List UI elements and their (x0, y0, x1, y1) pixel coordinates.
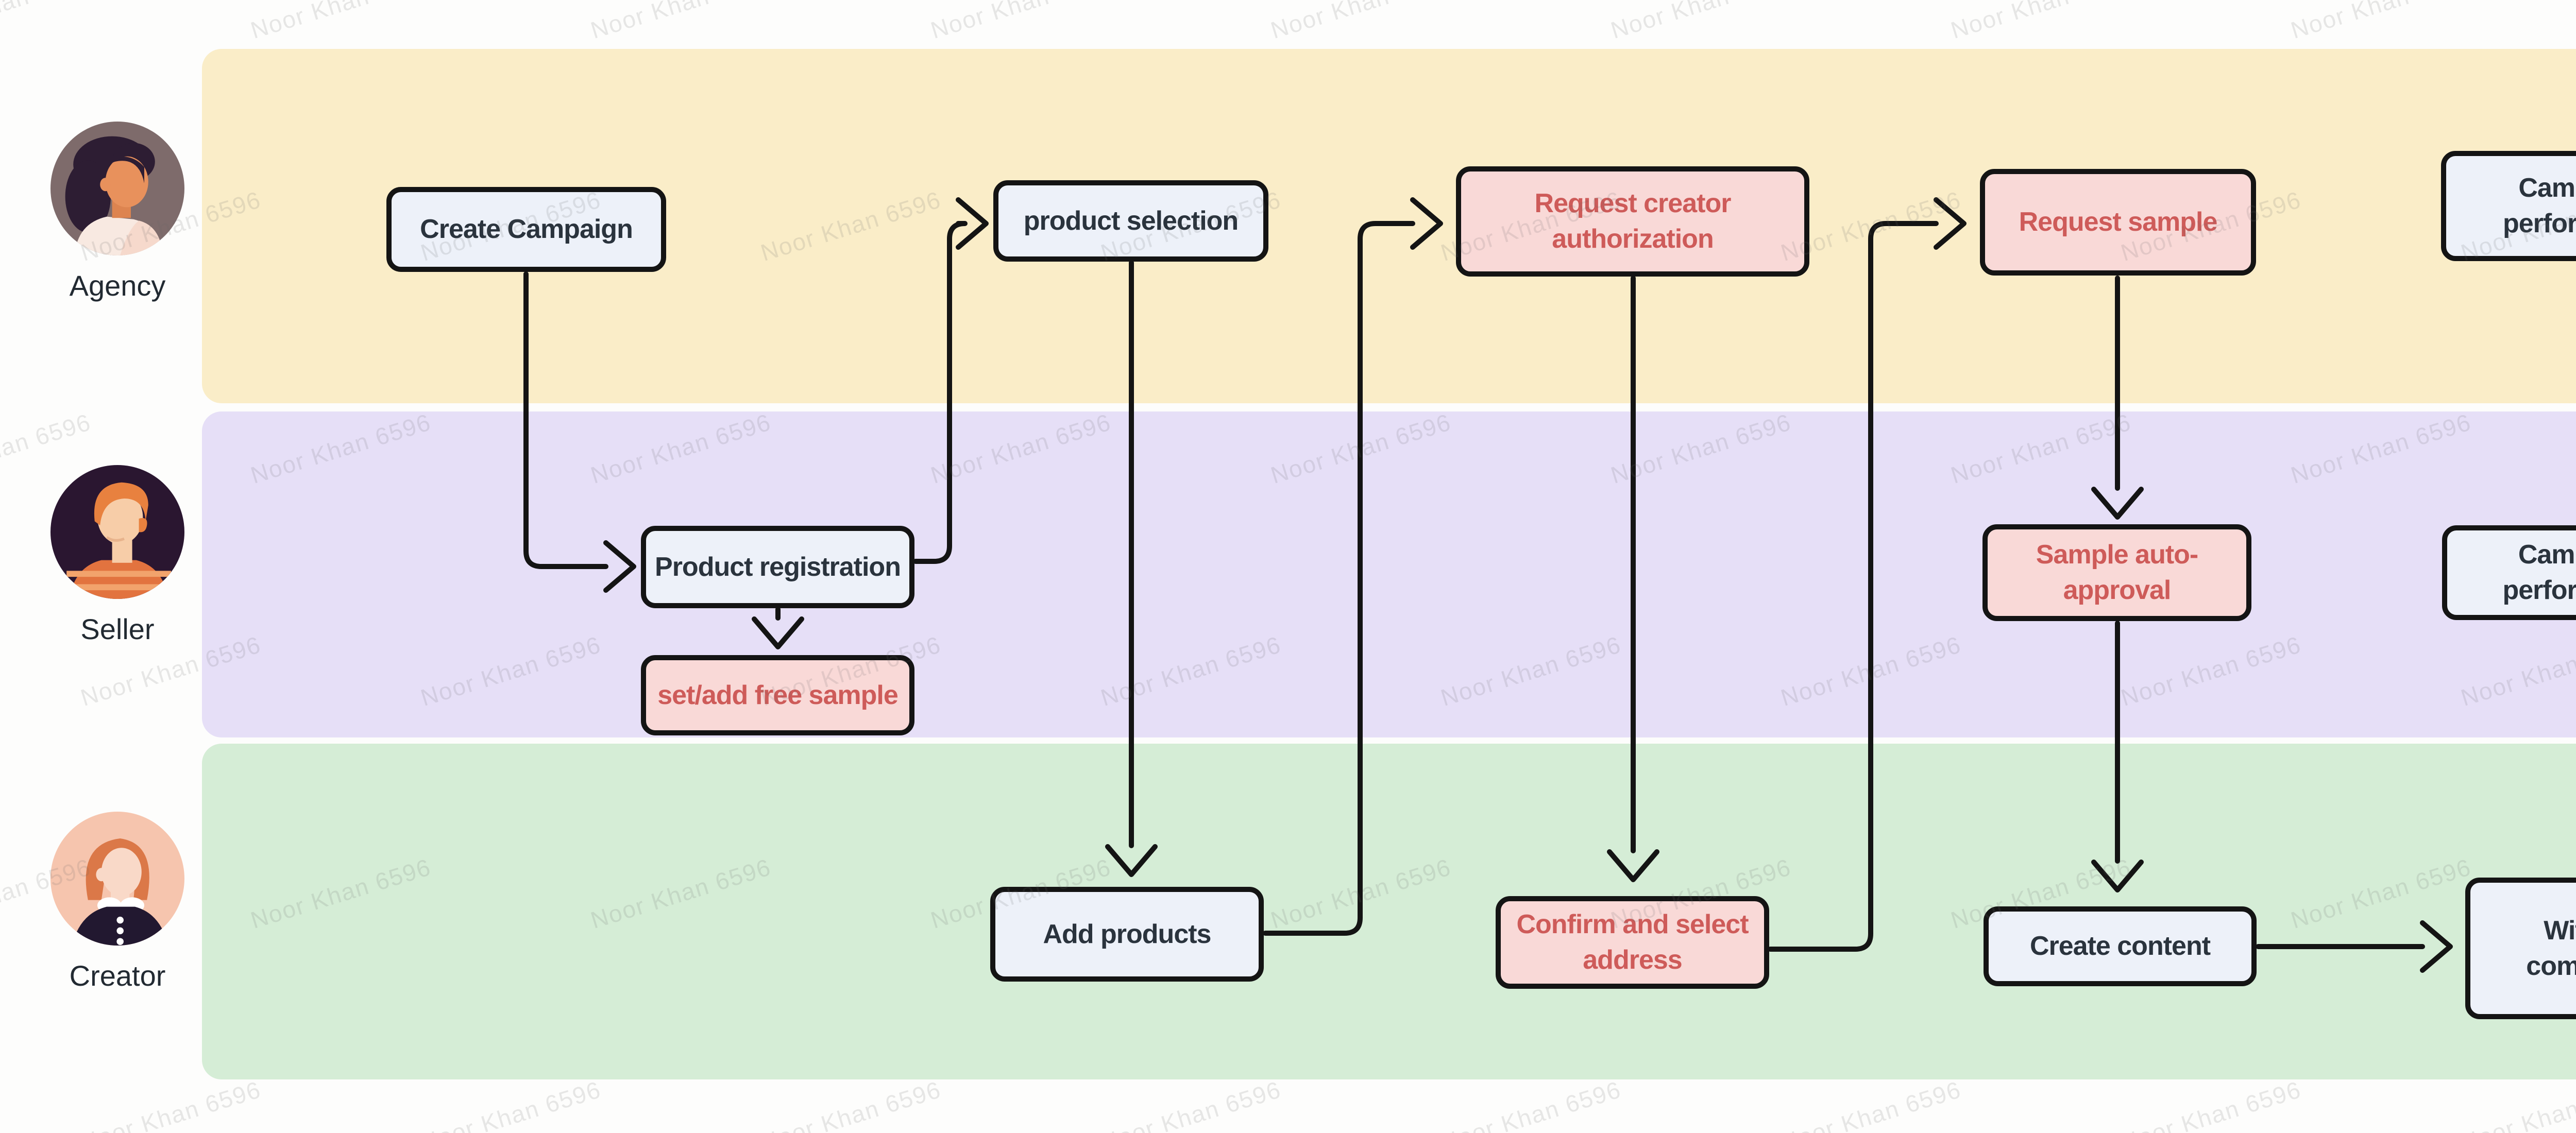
actor-label-seller: Seller (80, 613, 155, 645)
actor-agency: Agency (45, 122, 190, 302)
seller-avatar-icon (50, 465, 184, 599)
connector-sample-auto-approval-to-create-content (2091, 621, 2144, 892)
node-campaign-performance-seller[interactable]: Campaign performance (2442, 525, 2576, 620)
node-create-campaign[interactable]: Create Campaign (386, 187, 666, 272)
connector-confirm-and-select-address-to-request-sample (1768, 197, 1967, 952)
connector-product-registration-to-product-selection (913, 197, 989, 564)
actor-label-creator: Creator (69, 959, 166, 992)
connector-request-sample-to-sample-auto-approval (2091, 276, 2144, 520)
node-request-sample[interactable]: Request sample (1980, 169, 2256, 276)
actor-creator: Creator (45, 812, 190, 992)
node-product-selection[interactable]: product selection (993, 180, 1268, 262)
node-create-content[interactable]: Create content (1984, 906, 2257, 986)
node-sample-auto-approval[interactable]: Sample auto-approval (1982, 524, 2251, 621)
node-set-add-free-sample[interactable]: set/add free sample (641, 655, 914, 735)
node-product-registration[interactable]: Product registration (641, 526, 914, 608)
actor-seller: Seller (45, 465, 190, 646)
node-confirm-and-select-address[interactable]: Confirm and select address (1496, 896, 1769, 989)
node-campaign-performance-agency[interactable]: Campaign performance (2441, 151, 2576, 261)
actor-label-agency: Agency (69, 269, 166, 302)
node-request-creator-authorization[interactable]: Request creator authorization (1456, 166, 1809, 277)
node-withdraw-commission[interactable]: Withdraw commission (2465, 878, 2576, 1019)
connector-create-content-to-withdraw-commission (2256, 920, 2453, 973)
node-add-products[interactable]: Add products (990, 887, 1264, 982)
agency-avatar-icon (50, 122, 184, 255)
connector-create-campaign-to-product-registration (523, 271, 636, 593)
creator-avatar-icon (50, 812, 184, 946)
connector-product-registration-to-set-add-free-sample (752, 607, 804, 649)
connector-request-creator-authorization-to-confirm-and-select-address (1607, 276, 1659, 882)
connector-product-selection-to-add-products (1105, 260, 1158, 877)
connector-add-products-to-request-creator-authorization (1263, 197, 1443, 936)
